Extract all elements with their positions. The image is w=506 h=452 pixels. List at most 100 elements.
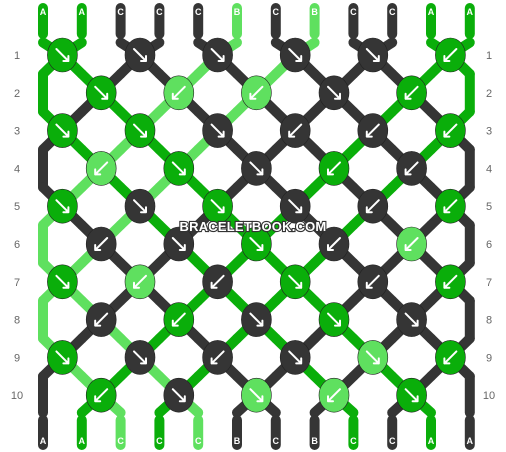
knot	[435, 37, 466, 73]
row-label-right: 9	[486, 352, 492, 364]
knot-direction-arrow-icon	[210, 199, 225, 214]
strand-label-top: B	[234, 7, 241, 17]
knot-direction-arrow-icon	[133, 48, 147, 62]
strand-label-bottom: C	[389, 436, 396, 446]
knot	[318, 377, 350, 413]
knot-direction-arrow-icon	[327, 237, 341, 251]
knot	[279, 340, 311, 375]
knot	[279, 113, 311, 148]
knot	[396, 302, 427, 337]
knot-direction-arrow-icon	[288, 274, 303, 289]
knot-direction-arrow-icon	[404, 388, 419, 403]
row-label-right: 3	[486, 126, 492, 138]
knot-direction-arrow-icon	[249, 312, 264, 327]
strand-label-top: C	[350, 7, 357, 17]
row-label-right: 8	[486, 315, 492, 327]
knot	[357, 113, 389, 148]
strand-label-bottom: C	[350, 436, 357, 446]
knot	[396, 377, 427, 413]
strand-label-top: A	[79, 7, 86, 17]
knot	[163, 226, 195, 262]
strand-label-bottom: C	[156, 436, 163, 446]
knot	[202, 264, 233, 300]
knot-direction-arrow-icon	[94, 161, 109, 176]
knot-direction-arrow-icon	[171, 312, 186, 327]
knot	[124, 340, 156, 375]
knot-direction-arrow-icon	[249, 161, 264, 176]
knot	[279, 188, 311, 224]
knot	[396, 151, 427, 186]
strand-label-top: C	[389, 7, 396, 17]
knot	[241, 75, 272, 111]
knot-direction-arrow-icon	[55, 199, 70, 214]
strand-label-top: C	[195, 7, 202, 17]
knot-direction-arrow-icon	[327, 388, 341, 403]
knot	[202, 37, 233, 73]
knot-direction-arrow-icon	[210, 123, 225, 138]
knot-direction-arrow-icon	[55, 274, 70, 289]
row-label-left: 9	[14, 352, 20, 364]
knot-direction-arrow-icon	[365, 350, 380, 365]
row-label-right: 7	[486, 277, 492, 289]
knot-grid	[47, 37, 466, 413]
knot	[435, 113, 466, 148]
knot	[47, 264, 78, 300]
knot-direction-arrow-icon	[443, 274, 458, 289]
knot-direction-arrow-icon	[288, 199, 303, 214]
knot	[124, 188, 156, 224]
knot-direction-arrow-icon	[327, 85, 341, 100]
knot-direction-arrow-icon	[249, 85, 264, 100]
knot	[318, 75, 350, 111]
knot	[163, 377, 195, 413]
knot	[241, 151, 272, 186]
row-label-left: 7	[14, 277, 20, 289]
knot-direction-arrow-icon	[133, 123, 147, 138]
knot-direction-arrow-icon	[133, 350, 147, 365]
strand-label-top: A	[428, 7, 435, 17]
row-label-left: 10	[11, 390, 23, 402]
knot-direction-arrow-icon	[171, 237, 186, 251]
knot	[279, 37, 311, 73]
row-label-right: 1	[486, 50, 492, 62]
row-label-right: 6	[486, 239, 492, 251]
strand-label-top: A	[467, 7, 474, 17]
knot	[241, 377, 272, 413]
row-label-left: 4	[14, 163, 20, 175]
knot	[163, 151, 195, 186]
row-label-left: 2	[14, 88, 20, 100]
knot	[124, 113, 156, 148]
knot	[85, 302, 117, 337]
knot	[318, 151, 350, 186]
knot-direction-arrow-icon	[404, 161, 419, 176]
knot-direction-arrow-icon	[94, 237, 109, 251]
knot-direction-arrow-icon	[365, 123, 380, 138]
row-label-right: 4	[486, 163, 492, 175]
row-label-right: 2	[486, 88, 492, 100]
knot-direction-arrow-icon	[249, 237, 264, 251]
knot	[85, 226, 117, 262]
knot	[318, 226, 350, 262]
strand-label-bottom: C	[195, 436, 202, 446]
knot	[357, 37, 389, 73]
strand-label-bottom: A	[428, 436, 435, 446]
knot	[396, 226, 427, 262]
knot-direction-arrow-icon	[249, 388, 264, 403]
knot	[357, 188, 389, 224]
knot-direction-arrow-icon	[171, 85, 186, 100]
knot	[241, 226, 272, 262]
knot	[202, 188, 233, 224]
knot-direction-arrow-icon	[55, 123, 70, 138]
knot	[202, 113, 233, 148]
knot-direction-arrow-icon	[365, 199, 380, 214]
knot-direction-arrow-icon	[443, 350, 458, 365]
knot	[241, 302, 272, 337]
knot-direction-arrow-icon	[133, 274, 147, 289]
knot-direction-arrow-icon	[404, 85, 419, 100]
knot-direction-arrow-icon	[365, 48, 380, 62]
strand-label-top: C	[117, 7, 124, 17]
watermark-text: BRACELETBOOK.COM	[180, 219, 327, 234]
strand-label-top: C	[156, 7, 163, 17]
knot-direction-arrow-icon	[210, 274, 225, 289]
